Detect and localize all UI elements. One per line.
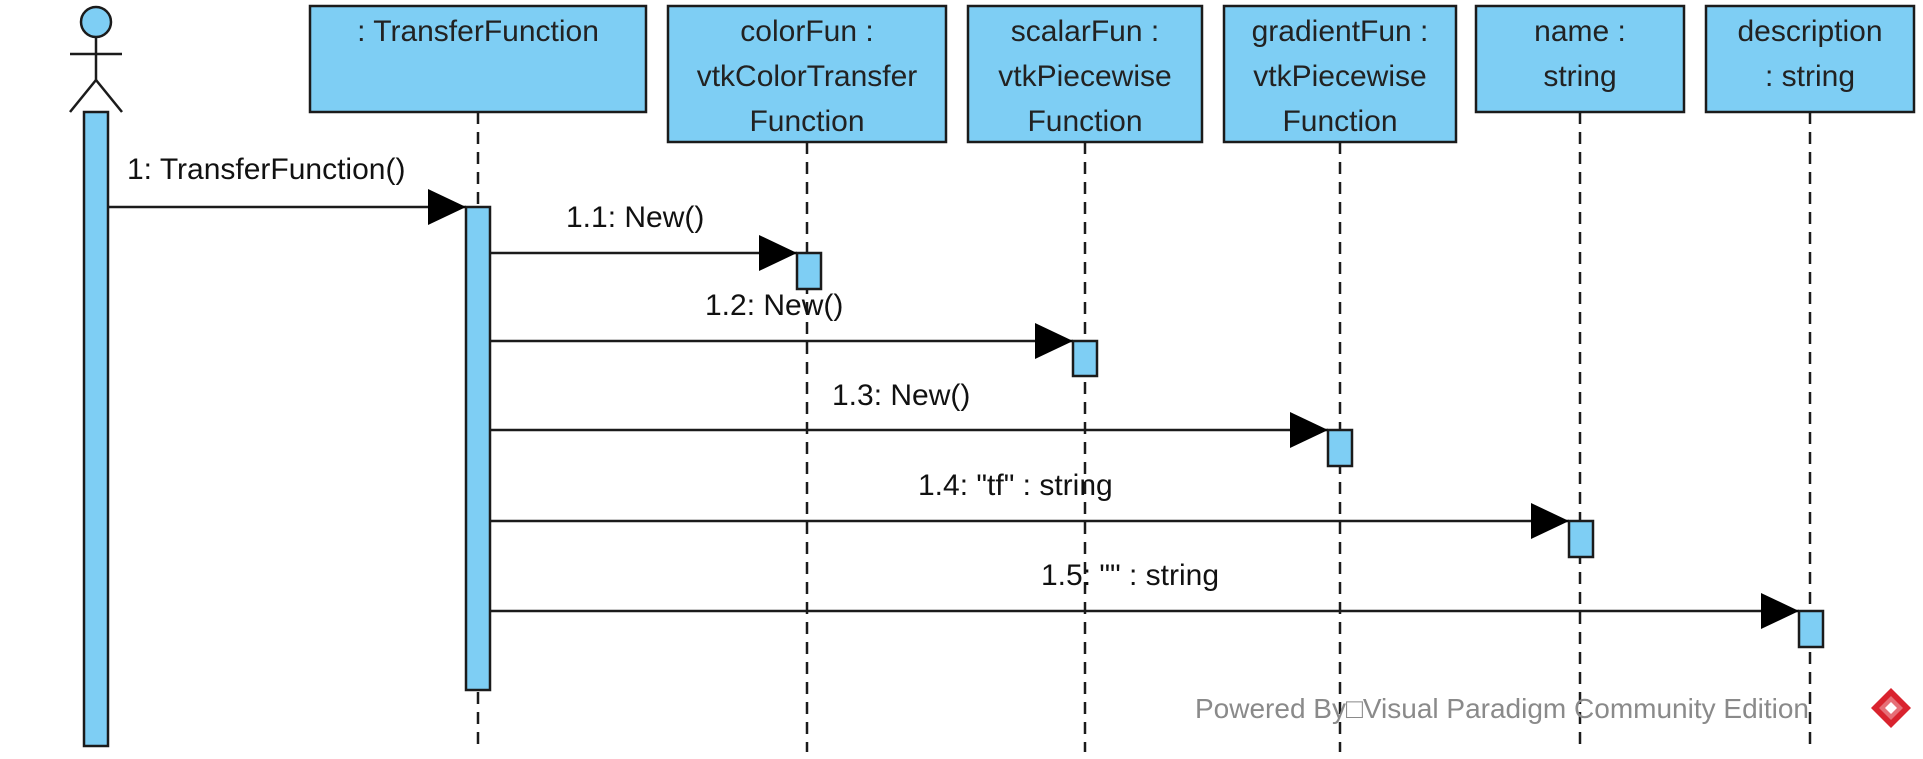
lifeline-label: Function	[1282, 105, 1397, 138]
lifeline-label: vtkColorTransfer	[697, 60, 918, 93]
message-arrow[interactable]	[490, 323, 1073, 359]
activation-bar-name	[1567, 519, 1595, 559]
lifeline-label: vtkPiecewise	[998, 60, 1171, 93]
message-label: 1.2: New()	[705, 289, 843, 322]
lifeline-head-desc[interactable]: description : string	[1704, 4, 1916, 114]
actor-activation-bar	[82, 110, 110, 748]
message-label: 1.5: "" : string	[1041, 559, 1219, 592]
lifeline-label: Function	[1027, 105, 1142, 138]
message-arrow[interactable]	[108, 189, 466, 225]
lifeline-head-color[interactable]: colorFun : vtkColorTransfer Function	[666, 4, 948, 144]
lifeline-label: Function	[749, 105, 864, 138]
lifeline-label: gradientFun :	[1252, 15, 1429, 48]
lifeline-label: name :	[1534, 15, 1626, 48]
lifeline-label: description	[1737, 15, 1882, 48]
actor-icon	[69, 5, 123, 113]
lifeline-label: scalarFun :	[1011, 15, 1159, 48]
lifeline-head-tf[interactable]: : TransferFunction	[308, 4, 648, 114]
lifeline-head-grad[interactable]: gradientFun : vtkPiecewise Function	[1222, 4, 1458, 144]
lifeline-label: : string	[1765, 60, 1855, 93]
message-label: 1.4: "tf" : string	[918, 469, 1113, 502]
lifeline-label: colorFun :	[740, 15, 873, 48]
activation-bar-color	[795, 251, 823, 291]
lifeline-head-scalar[interactable]: scalarFun : vtkPiecewise Function	[966, 4, 1204, 144]
lifeline-label: string	[1543, 60, 1616, 93]
activation-bar-scalar	[1071, 339, 1099, 378]
message-label: 1.1: New()	[566, 201, 704, 234]
powered-by-footer: Powered By□Visual Paradigm Community Edi…	[1195, 693, 1810, 724]
lifeline-label: : TransferFunction	[357, 15, 599, 48]
message-arrow[interactable]	[490, 593, 1799, 629]
message-label: 1: TransferFunction()	[127, 153, 405, 186]
activation-bar-tf	[464, 205, 492, 692]
lifeline-label: vtkPiecewise	[1253, 60, 1426, 93]
activation-bar-grad	[1326, 428, 1354, 468]
visual-paradigm-logo-icon	[1871, 688, 1911, 728]
activation-bar-desc	[1797, 609, 1825, 649]
message-arrow[interactable]	[490, 235, 797, 271]
message-label: 1.3: New()	[832, 379, 970, 412]
message-arrow[interactable]	[490, 412, 1328, 448]
lifeline-head-name[interactable]: name : string	[1474, 4, 1686, 114]
message-arrow[interactable]	[490, 503, 1569, 539]
